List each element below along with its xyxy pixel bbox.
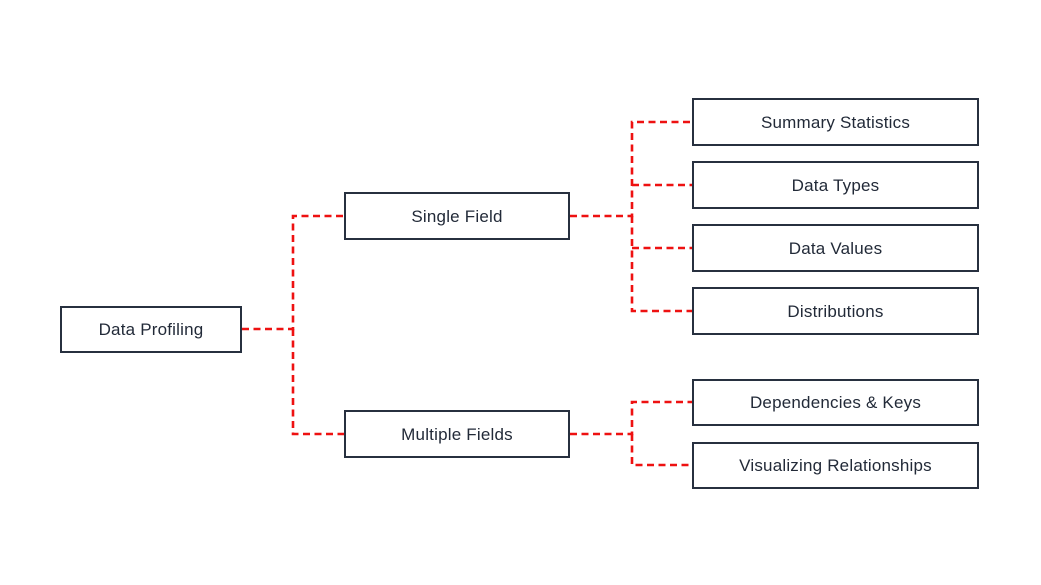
connector-root-to-single-field xyxy=(242,214,344,331)
node-data-profiling[interactable]: Data Profiling xyxy=(60,306,242,353)
node-visualizing-relationships-label: Visualizing Relationships xyxy=(739,456,932,475)
node-multiple-fields[interactable]: Multiple Fields xyxy=(344,410,570,458)
node-visualizing-relationships[interactable]: Visualizing Relationships xyxy=(692,442,979,489)
connector-single-field-to-distributions xyxy=(630,216,692,313)
node-summary-statistics[interactable]: Summary Statistics xyxy=(692,98,979,146)
node-dependencies-and-keys-label: Dependencies & Keys xyxy=(749,393,922,412)
connector-multiple-fields-to-visualizing-relationships xyxy=(630,434,692,467)
node-single-field[interactable]: Single Field xyxy=(344,192,570,240)
connector-multiple-fields-to-dependencies-and-keys xyxy=(570,400,692,436)
node-data-types[interactable]: Data Types xyxy=(692,161,979,209)
node-distributions[interactable]: Distributions xyxy=(692,287,979,335)
node-multiple-fields-label: Multiple Fields xyxy=(401,424,513,444)
node-distributions-label: Distributions xyxy=(787,301,884,321)
node-data-values-label: Data Values xyxy=(788,238,883,258)
connector-root-to-multiple-fields xyxy=(291,329,344,436)
node-data-profiling-label: Data Profiling xyxy=(98,320,204,339)
node-summary-statistics-label: Summary Statistics xyxy=(760,112,911,132)
node-data-types-label: Data Types xyxy=(791,175,880,195)
node-data-values[interactable]: Data Values xyxy=(692,224,979,272)
node-dependencies-and-keys[interactable]: Dependencies & Keys xyxy=(692,379,979,426)
connector-single-field-to-summary-statistics xyxy=(570,120,692,218)
node-single-field-label: Single Field xyxy=(411,206,503,226)
